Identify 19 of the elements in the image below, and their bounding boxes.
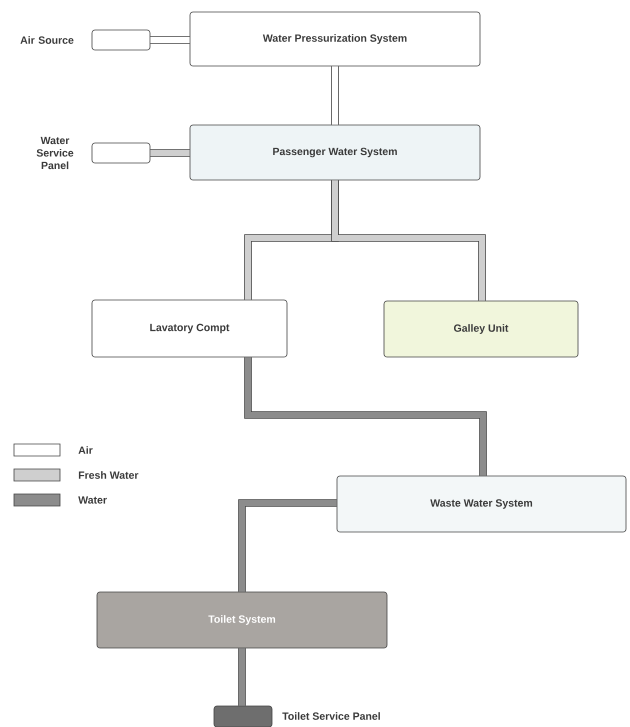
legend-label: Air xyxy=(78,446,93,454)
pipe xyxy=(238,499,337,592)
system-box: Toilet System xyxy=(96,592,388,648)
system-box: Water Pressurization System xyxy=(190,12,480,66)
system-box: Galley Unit xyxy=(384,300,578,358)
system-box: Passenger Water System xyxy=(190,124,480,180)
pipe xyxy=(244,357,487,476)
pipe xyxy=(238,648,246,706)
system-box: Waste Water System xyxy=(336,476,626,532)
system-box: Lavatory Compt xyxy=(92,300,288,358)
pipe xyxy=(331,66,339,125)
side-label: Water Service Panel xyxy=(36,136,74,170)
legend-label: Water xyxy=(78,496,107,504)
legend-label: Fresh Water xyxy=(78,471,138,479)
side-label: Air Source xyxy=(20,36,74,44)
pipe xyxy=(150,149,190,157)
pipe xyxy=(150,36,190,44)
side-label: Toilet Service Panel xyxy=(282,712,380,720)
pipe xyxy=(331,180,486,301)
